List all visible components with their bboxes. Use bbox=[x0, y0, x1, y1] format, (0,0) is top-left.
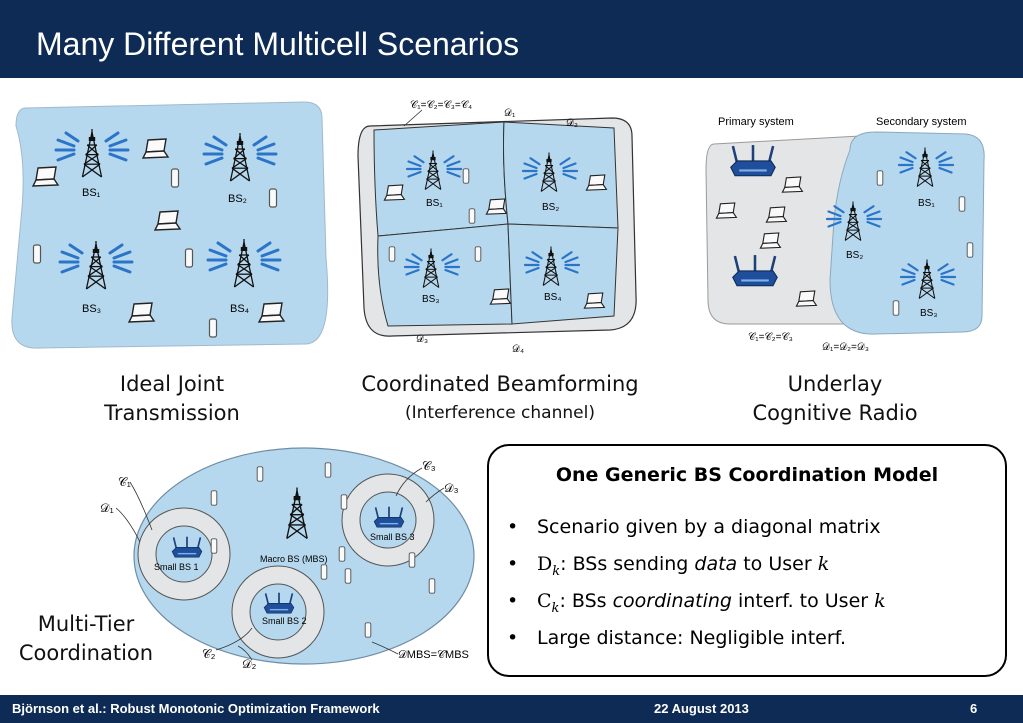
c1-label: 𝒞₁ bbox=[118, 475, 131, 489]
ideal-bs4-label: BS₄ bbox=[230, 303, 250, 315]
coord-bs1-label: BS₁ bbox=[426, 198, 443, 209]
model-bullet-list: •Scenario given by a diagonal matrix •Dk… bbox=[507, 516, 886, 664]
d2-label: 𝒟₂ bbox=[242, 657, 257, 671]
c3-label: 𝒞₃ bbox=[422, 459, 436, 473]
footer-date: 22 August 2013 bbox=[654, 701, 749, 716]
coordinated-beamforming-caption: Coordinated Beamforming (Interference ch… bbox=[361, 372, 639, 423]
generic-model-title: One Generic BS Coordination Model bbox=[555, 464, 939, 486]
slide-footer: Björnson et al.: Robust Monotonic Optimi… bbox=[0, 695, 1023, 723]
coord-bs4-label: BS₄ bbox=[544, 292, 561, 303]
footer-page-number: 6 bbox=[970, 701, 978, 716]
coordinated-beamforming-figure: 𝒞₁=𝒞₂=𝒞₃=𝒞₄ 𝒟₁ 𝒟₂ 𝒟₃ 𝒟₄ BS₁ BS₂ BS₃ BS₄ bbox=[357, 100, 637, 355]
underlay-bs2-label: BS₂ bbox=[846, 250, 863, 261]
slide-title: Many Different Multicell Scenarios bbox=[36, 26, 520, 62]
coord-d4-label: 𝒟₄ bbox=[512, 344, 524, 355]
coord-bs3-label: BS₃ bbox=[422, 294, 439, 305]
multi-tier-figure: Small BS 1 Small BS 2 Small BS 3 Macro B… bbox=[100, 447, 475, 671]
d1-label: 𝒟₁ bbox=[100, 501, 114, 515]
secondary-system-label: Secondary system bbox=[876, 116, 966, 128]
model-item-scenario: •Scenario given by a diagonal matrix bbox=[507, 516, 881, 538]
slide-header: Many Different Multicell Scenarios bbox=[0, 0, 1023, 78]
generic-model-box: One Generic BS Coordination Model •Scena… bbox=[487, 444, 1007, 677]
coord-bs2-label: BS₂ bbox=[542, 202, 559, 213]
mbs-equal-label: 𝒟MBS=𝒞MBS bbox=[398, 649, 469, 661]
ideal-bs1-label: BS₁ bbox=[82, 187, 101, 199]
ideal-bs3-label: BS₃ bbox=[82, 303, 101, 315]
small-bs3-label: Small BS 3 bbox=[370, 532, 415, 542]
underlay-c-equal-label: 𝒞₁=𝒞₂=𝒞₃ bbox=[748, 332, 793, 343]
multi-tier-caption: Multi-Tier Coordination bbox=[18, 612, 154, 665]
underlay-bs3-label: BS₃ bbox=[920, 308, 937, 319]
ideal-bs2-label: BS₂ bbox=[228, 193, 247, 205]
model-item-distance: •Large distance: Negligible interf. bbox=[507, 627, 846, 649]
underlay-caption: Underlay Cognitive Radio bbox=[752, 372, 918, 425]
coord-d2-label: 𝒟₂ bbox=[566, 118, 578, 129]
underlay-d-equal-label: 𝒟₁=𝒟₂=𝒟₃ bbox=[822, 342, 869, 353]
model-item-coordinating: •Ck: BSs coordinating interf. to User k bbox=[507, 590, 886, 616]
model-item-data: •Dk: BSs sending data to User k bbox=[507, 553, 830, 579]
macro-bs-label: Macro BS (MBS) bbox=[260, 554, 328, 564]
ideal-joint-figure: BS₁ BS₂ BS₃ BS₄ bbox=[11, 101, 329, 349]
underlay-bs1-label: BS₁ bbox=[918, 198, 935, 209]
c2-label: 𝒞₂ bbox=[202, 647, 216, 661]
coord-d3-label: 𝒟₃ bbox=[416, 334, 428, 345]
d3-label: 𝒟₃ bbox=[444, 481, 459, 495]
underlay-cognitive-radio-figure: Primary system Secondary system BS₁ BS₂ … bbox=[705, 116, 985, 353]
small-bs1-label: Small BS 1 bbox=[154, 562, 199, 572]
small-bs2-label: Small BS 2 bbox=[262, 616, 307, 626]
primary-system-label: Primary system bbox=[718, 116, 794, 128]
coord-d1-label: 𝒟₁ bbox=[504, 108, 516, 119]
footer-author: Björnson et al.: Robust Monotonic Optimi… bbox=[12, 701, 380, 716]
coord-c-equal-label: 𝒞₁=𝒞₂=𝒞₃=𝒞₄ bbox=[410, 100, 472, 111]
ideal-joint-caption: Ideal Joint Transmission bbox=[104, 372, 240, 425]
